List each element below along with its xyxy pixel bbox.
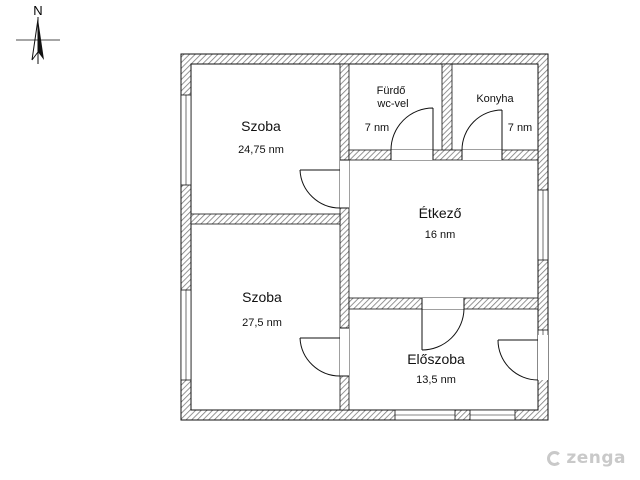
door-opening-szoba-2 [340, 328, 349, 376]
room-area-eloszoba: 13,5 nm [416, 374, 456, 386]
room-area-etkezo: 16 nm [425, 229, 456, 241]
zenga-logo-icon [547, 450, 563, 466]
room-area-furdo: 7 nm [365, 122, 389, 134]
room-area-szoba-2: 27,5 nm [242, 317, 282, 329]
door-opening-furdo [391, 150, 433, 160]
door-opening-etkezo [422, 298, 464, 309]
door-swing-szoba-2 [299, 337, 341, 377]
door-swing-konyha [461, 109, 503, 151]
door-swing-etkezo [421, 308, 465, 351]
door-opening-szoba-1 [340, 160, 349, 208]
room-labels: Szoba 24,75 nm Fürdő wc-vel 7 nm Konyha … [238, 85, 532, 386]
wall-szoba-divider [190, 213, 341, 225]
room-name-etkezo: Étkező [419, 205, 462, 221]
compass: N [16, 3, 60, 64]
room-name-eloszoba: Előszoba [407, 351, 465, 367]
compass-arrow-icon [38, 19, 44, 60]
door-opening-entrance [538, 335, 548, 380]
walls [180, 53, 549, 421]
room-name-szoba-1: Szoba [241, 118, 281, 134]
windows [180, 94, 549, 421]
room-name-furdo-line1: Fürdő [377, 85, 406, 97]
compass-north-label: N [33, 3, 42, 18]
door-swing-entrance [497, 339, 539, 381]
door-swing-szoba-1 [299, 169, 341, 209]
room-area-szoba-1: 24,75 nm [238, 144, 284, 156]
doors [299, 107, 548, 381]
compass-arrow-outline [31, 18, 39, 61]
door-swing-furdo [390, 107, 434, 151]
zenga-watermark-text: zenga [566, 448, 626, 468]
room-area-konyha: 7 nm [508, 122, 532, 134]
zenga-watermark: zenga [547, 448, 626, 468]
wall-vertical-left [339, 63, 350, 411]
room-name-szoba-2: Szoba [242, 289, 282, 305]
room-name-furdo-line2: wc-vel [376, 98, 408, 110]
wall-furdo-konyha [441, 63, 453, 153]
exterior-wall [180, 53, 549, 421]
door-opening-konyha [462, 150, 502, 160]
wall-top-rooms-bottom [348, 149, 539, 161]
room-name-konyha: Konyha [476, 93, 514, 105]
